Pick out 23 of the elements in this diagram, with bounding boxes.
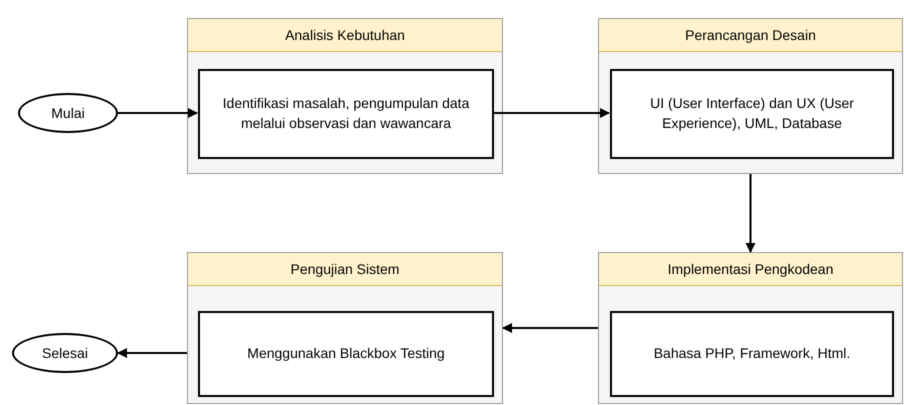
node-text: Mulai	[51, 105, 85, 121]
node-text: Selesai	[42, 345, 88, 361]
node-text: Identifikasi masalah, pengumpulan data melalui observasi dan wawancara	[222, 94, 470, 133]
arrow	[493, 108, 610, 118]
arrow	[118, 108, 198, 118]
process-box	[198, 311, 494, 397]
arrow	[746, 174, 756, 253]
process-panel	[598, 252, 903, 404]
process-panel	[187, 18, 503, 174]
node-text: Menggunakan Blackbox Testing	[247, 344, 445, 364]
panel-header: Implementasi Pengkodean	[599, 253, 902, 286]
panel-header: Pengujian Sistem	[188, 253, 502, 286]
panel-header: Perancangan Desain	[599, 19, 902, 52]
panel-header: Analisis Kebutuhan	[188, 19, 502, 52]
process-panel	[187, 252, 503, 404]
node-text: Bahasa PHP, Framework, Html.	[654, 344, 850, 364]
arrow	[117, 348, 187, 358]
process-box	[198, 69, 494, 159]
node-text: UI (User Interface) dan UX (User Experience), UML, Database	[649, 94, 855, 133]
process-box	[610, 69, 894, 159]
process-panel	[598, 18, 903, 174]
arrow	[502, 323, 598, 333]
process-box	[610, 311, 894, 397]
